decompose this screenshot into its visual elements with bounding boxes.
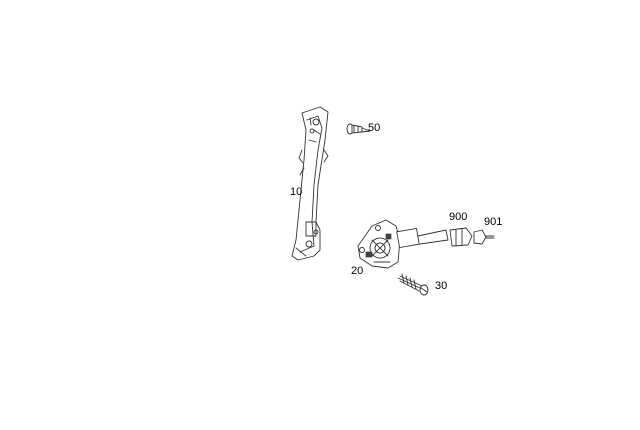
motor-assembly-drawing <box>357 219 449 269</box>
regulator-rail-drawing <box>291 106 329 261</box>
screw-drawing <box>397 273 429 296</box>
part-number-20: 20 <box>351 265 364 277</box>
part-number-50: 50 <box>368 122 381 134</box>
connector-plug-drawing <box>473 229 495 245</box>
part-number-901: 901 <box>484 216 503 228</box>
part-number-10: 10 <box>290 186 303 198</box>
connector-housing-drawing <box>449 227 473 247</box>
rivet-drawing <box>346 123 371 135</box>
part-number-30: 30 <box>435 280 448 292</box>
part-number-900: 900 <box>449 211 468 223</box>
